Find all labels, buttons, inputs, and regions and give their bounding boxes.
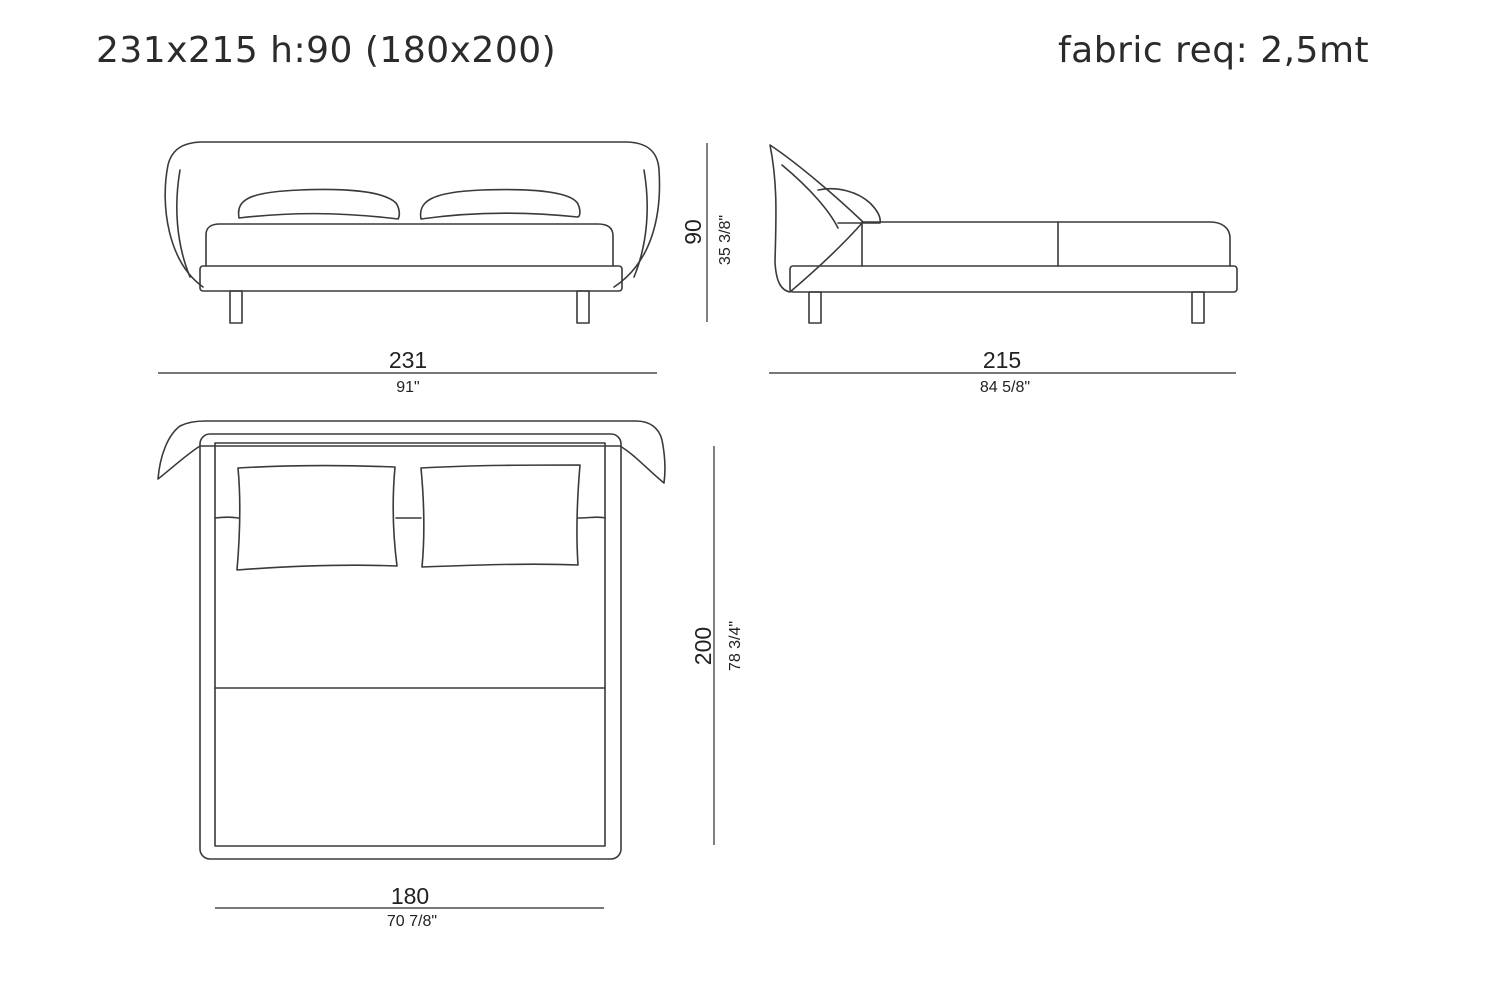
side-leg-right xyxy=(1191,291,1205,324)
top-headboard xyxy=(157,420,666,484)
top-length-inches: 78 3/4" xyxy=(727,621,744,671)
front-width-inches: 91" xyxy=(396,379,419,396)
front-headboard-right-fold xyxy=(633,169,648,278)
top-pillow-right xyxy=(420,464,581,568)
top-pillow-left xyxy=(236,464,398,571)
side-mattress xyxy=(861,221,1231,267)
front-headboard-left-fold xyxy=(176,169,191,278)
top-bed-frame xyxy=(199,433,622,860)
front-height-inches: 35 3/8" xyxy=(717,215,734,265)
side-headboard xyxy=(769,144,864,293)
side-leg-left xyxy=(808,291,822,324)
top-length-cm: 200 xyxy=(690,627,716,665)
side-length-inches: 84 5/8" xyxy=(980,379,1030,396)
front-headboard xyxy=(164,141,661,288)
side-headboard-inner xyxy=(781,164,839,229)
side-view: 215 84 5/8" xyxy=(769,144,1238,396)
side-length-cm: 215 xyxy=(983,347,1021,373)
front-pillow-right xyxy=(419,188,581,220)
front-pillow-left xyxy=(237,188,401,220)
front-mattress xyxy=(205,223,614,267)
top-width-inches: 70 7/8" xyxy=(387,913,437,930)
front-leg-right xyxy=(576,290,590,324)
front-leg-left xyxy=(229,290,243,324)
top-view: 180 70 7/8" 200 78 3/4" xyxy=(157,420,744,930)
front-width-cm: 231 xyxy=(389,347,427,373)
side-bed-base xyxy=(789,265,1238,293)
side-pillow xyxy=(817,187,881,224)
top-width-cm: 180 xyxy=(391,883,429,909)
front-bed-base xyxy=(199,265,623,292)
front-height-cm: 90 xyxy=(680,219,706,245)
front-view: 231 91" 90 35 3/8" xyxy=(158,141,734,396)
fabric-requirement: fabric req: 2,5mt xyxy=(1058,30,1370,71)
spec-title: 231x215 h:90 (180x200) xyxy=(96,30,557,71)
top-head-cushion xyxy=(214,516,606,519)
top-mattress xyxy=(214,442,606,847)
